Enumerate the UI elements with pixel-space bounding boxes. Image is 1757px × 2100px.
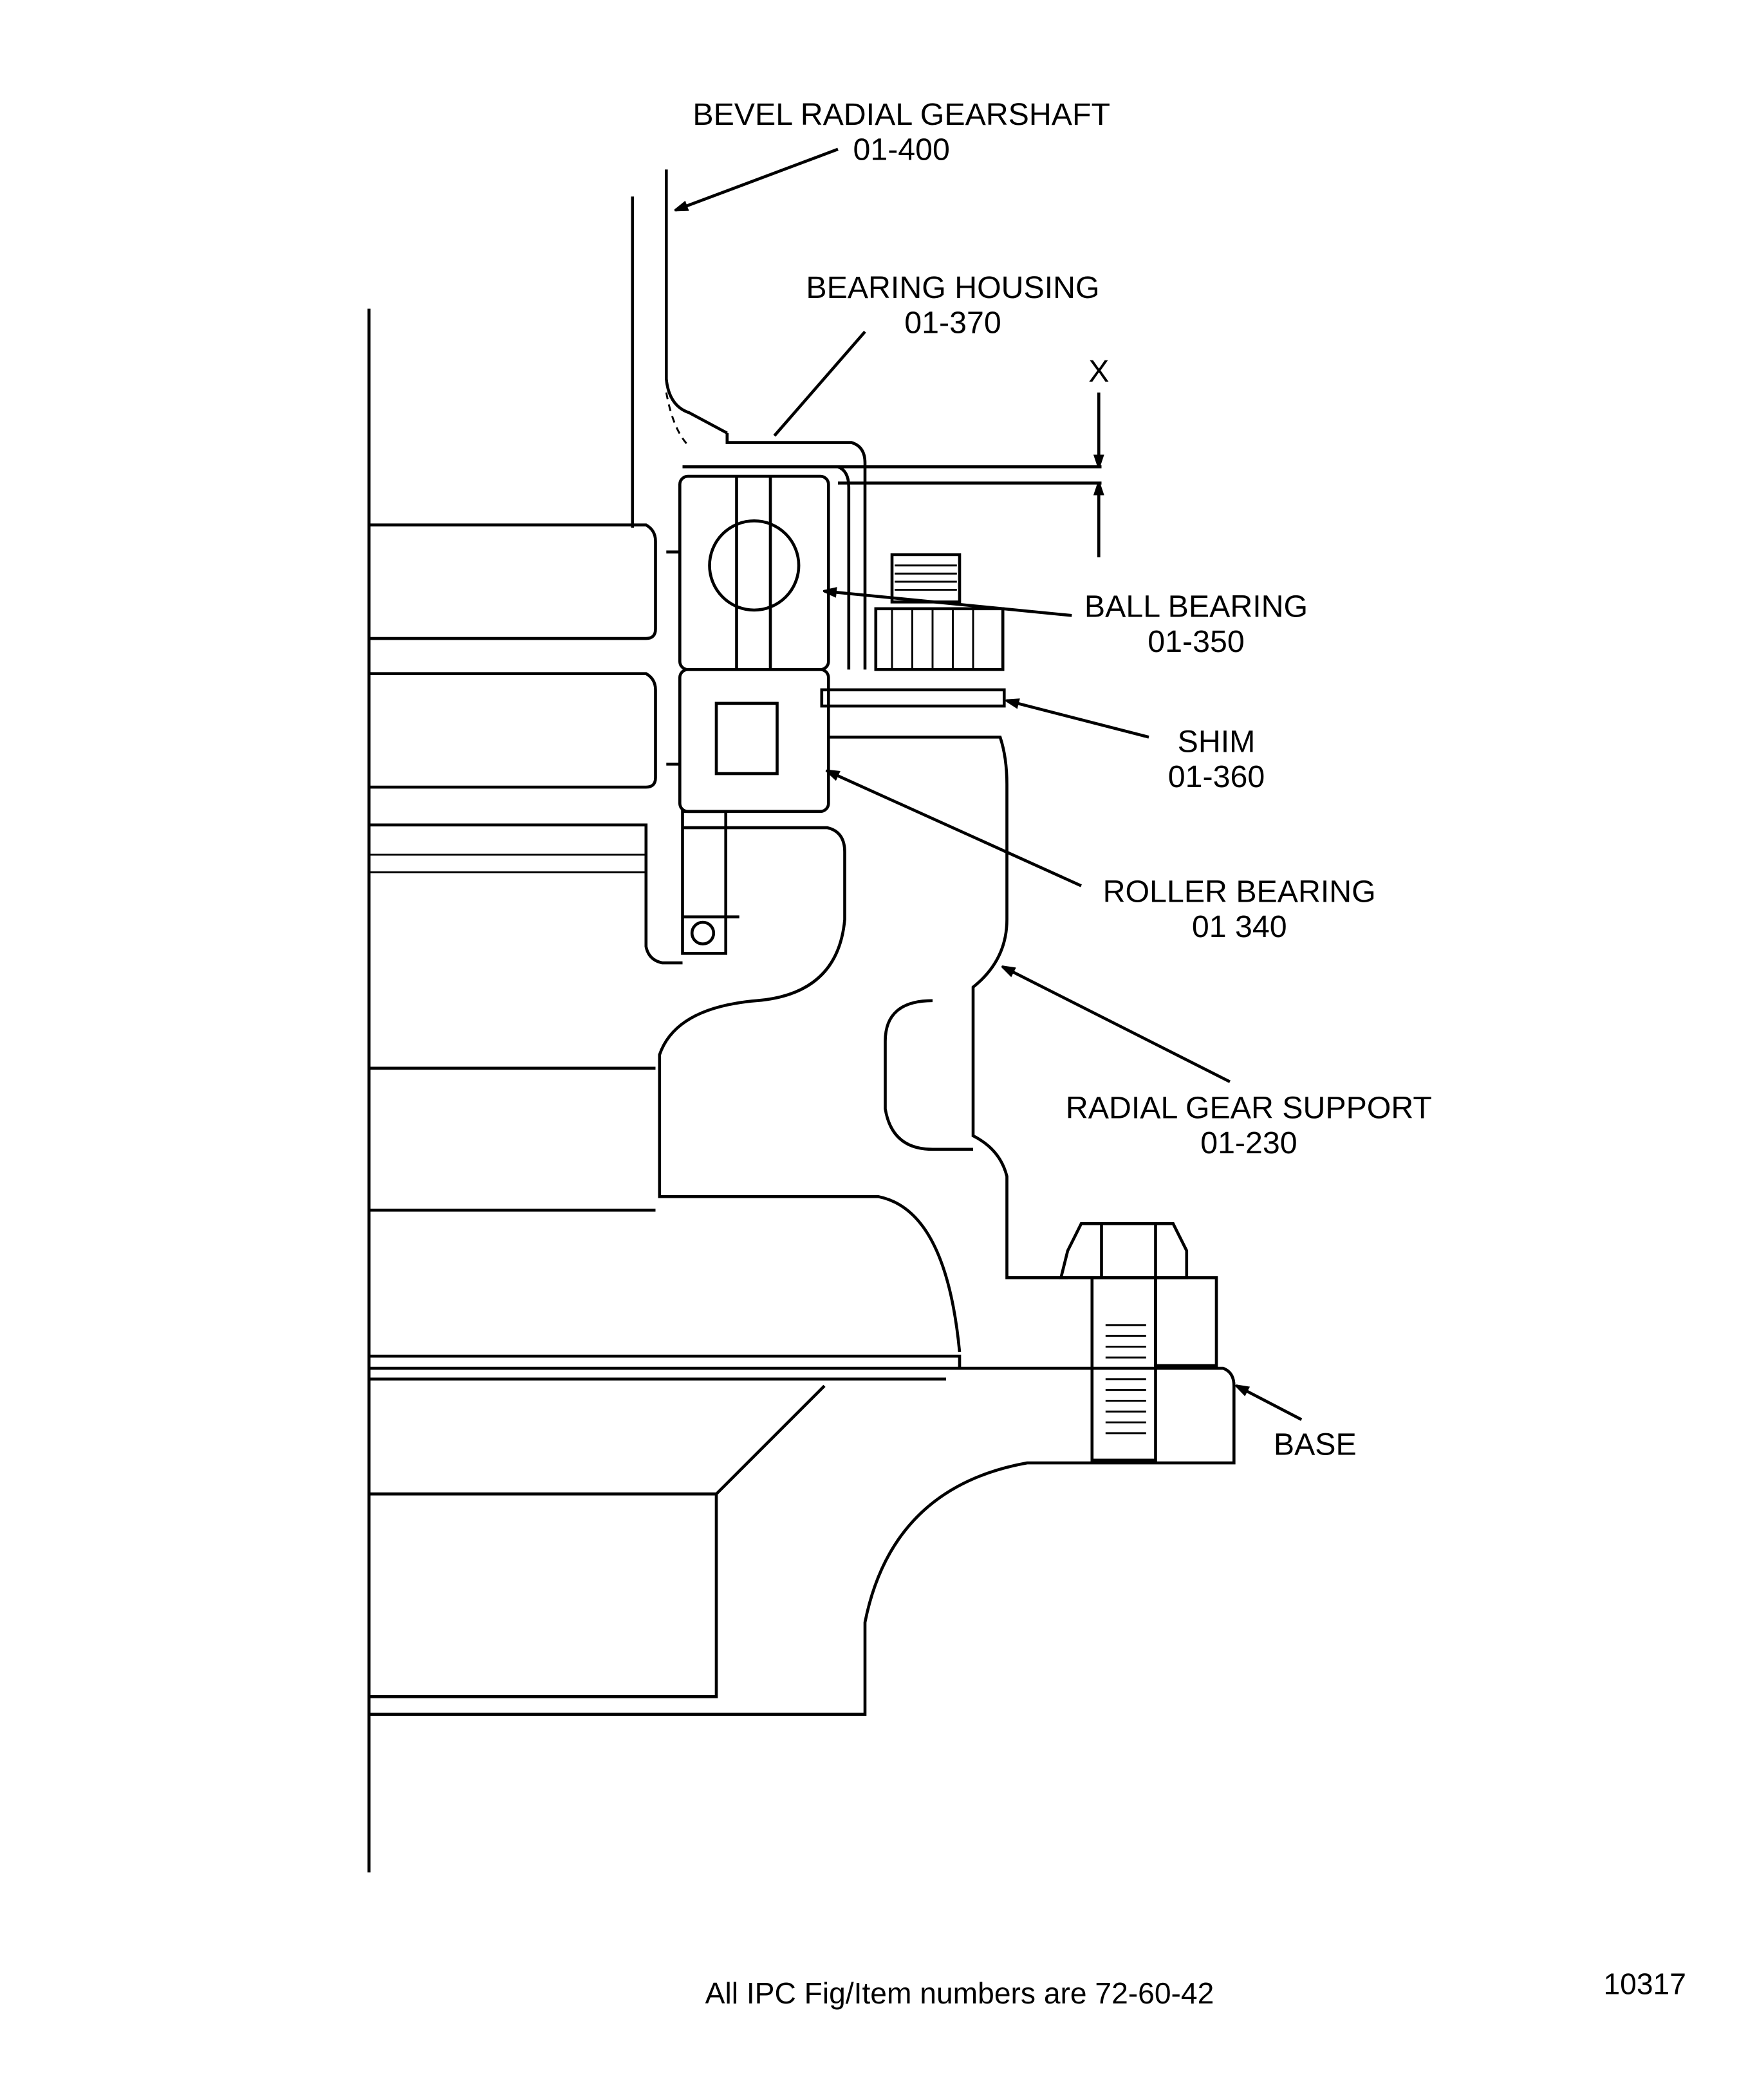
footer-note: All IPC Fig/Item numbers are 72-60-42 bbox=[705, 1976, 1214, 2010]
dimension-x: X bbox=[1088, 354, 1109, 558]
label-support-name: RADIAL GEAR SUPPORT bbox=[1066, 1091, 1432, 1126]
label-base-name: BASE bbox=[1274, 1427, 1357, 1462]
label-ball-bearing-number: 01-350 bbox=[1148, 624, 1244, 659]
label-housing-name: BEARING HOUSING bbox=[806, 270, 1099, 305]
bolt bbox=[1059, 1222, 1189, 1462]
base-body bbox=[369, 1066, 1236, 1716]
label-housing-number: 01-370 bbox=[904, 305, 1001, 340]
radial-gear-support bbox=[658, 736, 1068, 1353]
roller-bearing bbox=[666, 668, 830, 955]
figure-id: 10317 bbox=[1603, 1967, 1686, 2000]
leader-lines bbox=[676, 147, 1303, 1421]
dimension-label: X bbox=[1088, 354, 1109, 389]
label-gearshaft-number: 01-400 bbox=[853, 133, 950, 167]
bearing-housing bbox=[682, 432, 1102, 670]
label-ball-bearing-name: BALL BEARING bbox=[1084, 589, 1308, 624]
label-roller-bearing-name: ROLLER BEARING bbox=[1103, 875, 1376, 909]
shaft-outline bbox=[367, 169, 728, 1873]
label-shim-name: SHIM bbox=[1178, 724, 1256, 759]
part-labels: BEVEL RADIAL GEARSHAFT 01-400 BEARING HO… bbox=[693, 97, 1432, 1462]
shim bbox=[820, 688, 1006, 708]
lock-nut bbox=[874, 553, 1005, 671]
label-shim-number: 01-360 bbox=[1168, 759, 1265, 794]
label-gearshaft-name: BEVEL RADIAL GEARSHAFT bbox=[693, 97, 1110, 132]
label-roller-bearing-number: 01 340 bbox=[1192, 909, 1287, 944]
shaft-rings bbox=[369, 523, 683, 965]
ball-bearing bbox=[666, 474, 830, 671]
label-support-number: 01-230 bbox=[1200, 1126, 1297, 1160]
